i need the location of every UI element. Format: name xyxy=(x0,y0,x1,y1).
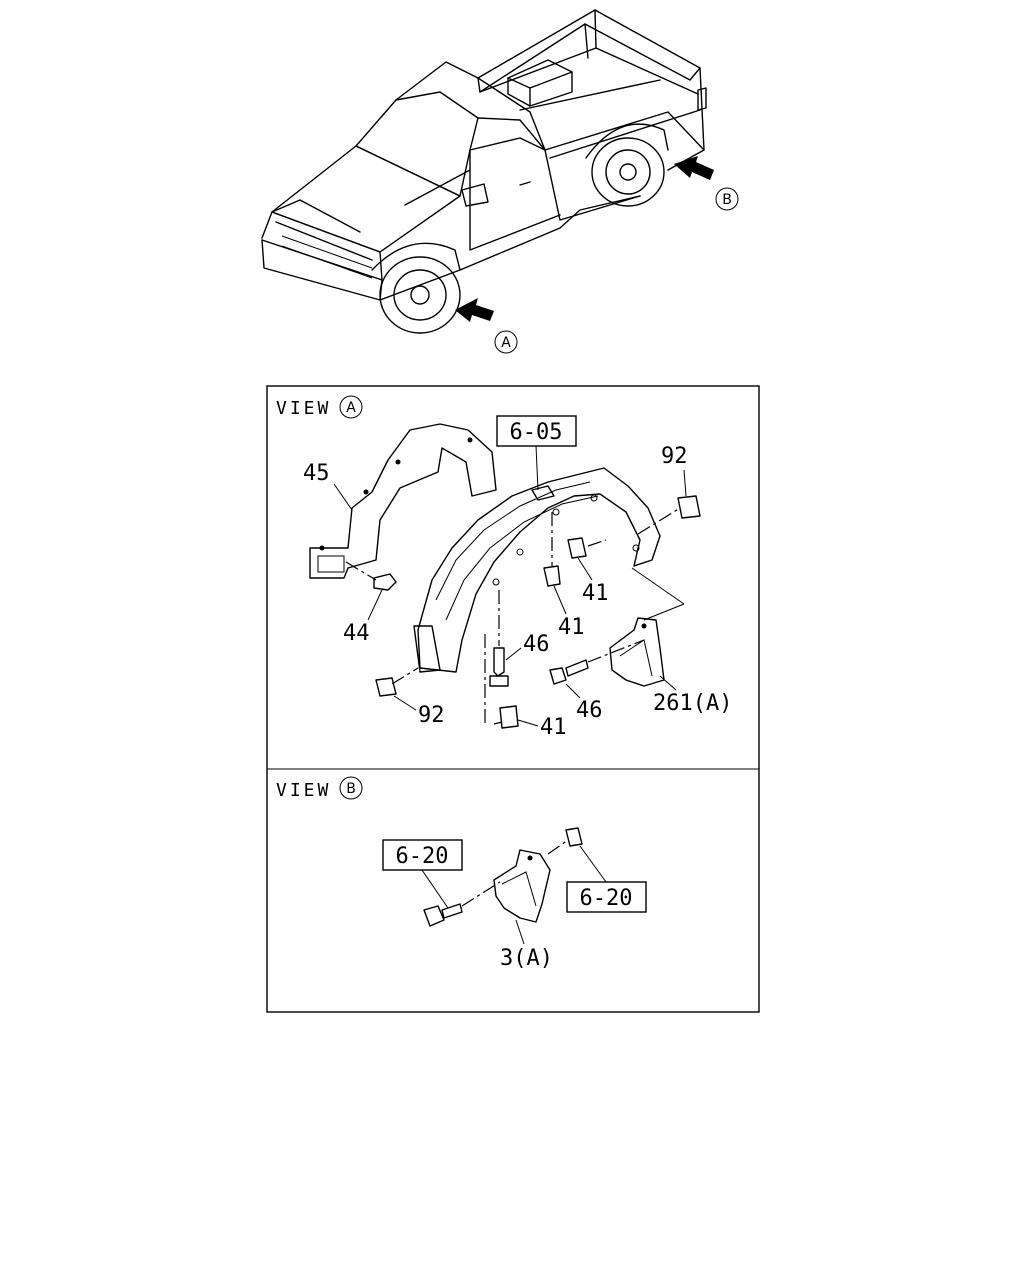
view-a: VIEW A 6-05 45 44 92 xyxy=(276,395,732,740)
part-41-clip-a xyxy=(567,537,587,559)
part-46-screw-a xyxy=(489,647,509,687)
ref-box-6-05 xyxy=(496,415,577,447)
label-92-bottom: 92 xyxy=(418,703,445,728)
label-41-a: 41 xyxy=(582,581,609,606)
wheelhouse-liner xyxy=(417,467,661,673)
ref-box-6-20-right xyxy=(566,881,647,913)
label-92-top: 92 xyxy=(661,444,688,469)
ref-box-6-05-text: 6-05 xyxy=(510,420,563,445)
part-92-top-clip xyxy=(677,495,701,519)
label-46-b: 46 xyxy=(576,698,603,723)
arrow-b-label: B xyxy=(722,192,732,208)
part-44-clip xyxy=(373,573,397,591)
part-261a-mud-flap xyxy=(609,617,665,687)
label-44: 44 xyxy=(343,621,370,646)
label-261a: 261(A) xyxy=(653,691,732,716)
ref-box-6-20-left-text: 6-20 xyxy=(396,844,449,869)
view-b-title: VIEW xyxy=(276,780,331,801)
label-46-a: 46 xyxy=(523,632,550,657)
part-41-clip-c xyxy=(499,705,519,729)
truck-illustration xyxy=(261,9,707,334)
part-92-bottom-clip xyxy=(375,677,397,697)
view-b: VIEW B 6-20 6-20 3(A) xyxy=(276,776,647,971)
view-a-marker: A xyxy=(346,400,356,416)
part-46-screw-b xyxy=(549,659,589,685)
label-41-b: 41 xyxy=(558,615,585,640)
views-frame xyxy=(266,385,760,1013)
arrow-a-label: A xyxy=(501,335,511,351)
part-3a-mud-flap xyxy=(493,849,551,923)
label-3a: 3(A) xyxy=(500,946,553,971)
label-45: 45 xyxy=(303,461,330,486)
arrow-b-indicator: B xyxy=(674,156,739,211)
part-45-shield xyxy=(309,423,497,579)
part-41-clip-b xyxy=(543,565,561,587)
mud-flap-bolt xyxy=(423,903,463,927)
arrow-a-indicator: A xyxy=(455,298,518,354)
label-41-c: 41 xyxy=(540,715,567,740)
view-b-marker: B xyxy=(346,781,356,797)
view-a-title: VIEW xyxy=(276,398,331,419)
ref-box-6-20-left xyxy=(382,839,463,871)
mud-flap-clip xyxy=(565,827,583,847)
ref-box-6-20-right-text: 6-20 xyxy=(580,886,633,911)
